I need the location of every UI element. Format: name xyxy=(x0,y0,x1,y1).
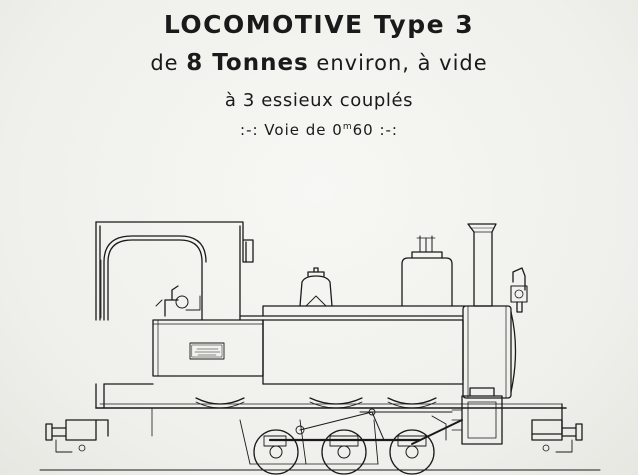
front-buffer xyxy=(531,419,583,453)
steam-dome xyxy=(299,267,333,307)
springs xyxy=(195,397,437,409)
brake-gear xyxy=(239,419,379,465)
document-title: LOCOMOTIVE Type 3 xyxy=(163,10,475,39)
cylinder xyxy=(451,387,503,445)
subtitle-gauge: :-: Voie de 0m60 :-: xyxy=(0,121,638,139)
frame xyxy=(95,383,567,437)
valve-gear xyxy=(263,408,463,447)
gauge-value: 60 xyxy=(352,121,374,139)
gauge-unit: m xyxy=(342,122,353,132)
subtitle-weight-value: 8 Tonnes xyxy=(186,50,309,76)
subtitle-weight-suffix: environ, à vide xyxy=(308,51,488,75)
sand-dome xyxy=(401,235,453,307)
chimney xyxy=(467,223,497,307)
gauge-suffix: :-: xyxy=(373,121,398,139)
wheels xyxy=(253,429,435,475)
boiler xyxy=(262,305,517,399)
side-tank xyxy=(152,315,464,385)
subtitle-axles: à 3 essieux couplés xyxy=(224,90,414,111)
cab xyxy=(95,221,254,321)
gauge-prefix: :-: Voie de 0 xyxy=(240,121,343,139)
rear-buffer xyxy=(45,419,97,453)
builders-plate xyxy=(189,342,225,360)
subtitle-weight-prefix: de xyxy=(150,51,187,75)
subtitle-weight: de 8 Tonnes environ, à vide xyxy=(0,50,638,76)
cab-controls xyxy=(155,285,201,317)
headlamp xyxy=(510,267,528,313)
